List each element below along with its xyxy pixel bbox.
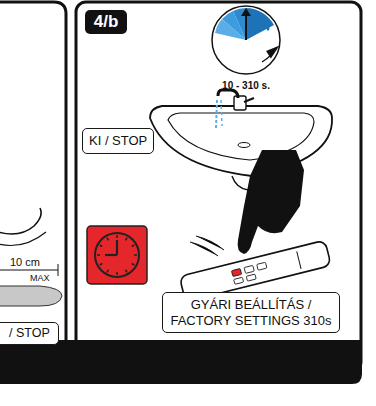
time-range: 10 - 310 s.	[222, 80, 270, 91]
sink-edge	[0, 232, 46, 246]
dimension-tick	[58, 264, 59, 276]
step-badge: 4/b	[85, 10, 127, 34]
bottom-bar	[0, 340, 362, 384]
label-box: / STOP	[0, 322, 59, 345]
box-text: 4/b	[93, 12, 119, 32]
max-label: MAX	[30, 273, 50, 283]
right-panel-frame	[76, 2, 361, 372]
motion-lines	[190, 236, 224, 256]
timer-dial	[212, 6, 281, 74]
washbasin	[150, 106, 332, 190]
sink-edge	[0, 208, 41, 234]
box-text: GYÁRI BEÁLLÍTÁS / FACTORY SETTINGS 310s	[169, 297, 333, 328]
label-box: KI / STOP	[82, 128, 154, 154]
box-text: / STOP	[9, 326, 50, 341]
label-box: GYÁRI BEÁLLÍTÁS / FACTORY SETTINGS 310s	[162, 292, 340, 333]
dimension-label: 10 cm	[10, 256, 40, 268]
hand-shape	[0, 286, 62, 306]
box-text: KI / STOP	[89, 133, 147, 149]
dimension-line	[0, 270, 58, 271]
hand	[238, 150, 304, 254]
timer-icon	[87, 226, 147, 284]
left-panel-frame	[0, 2, 66, 350]
faucet	[216, 90, 254, 128]
